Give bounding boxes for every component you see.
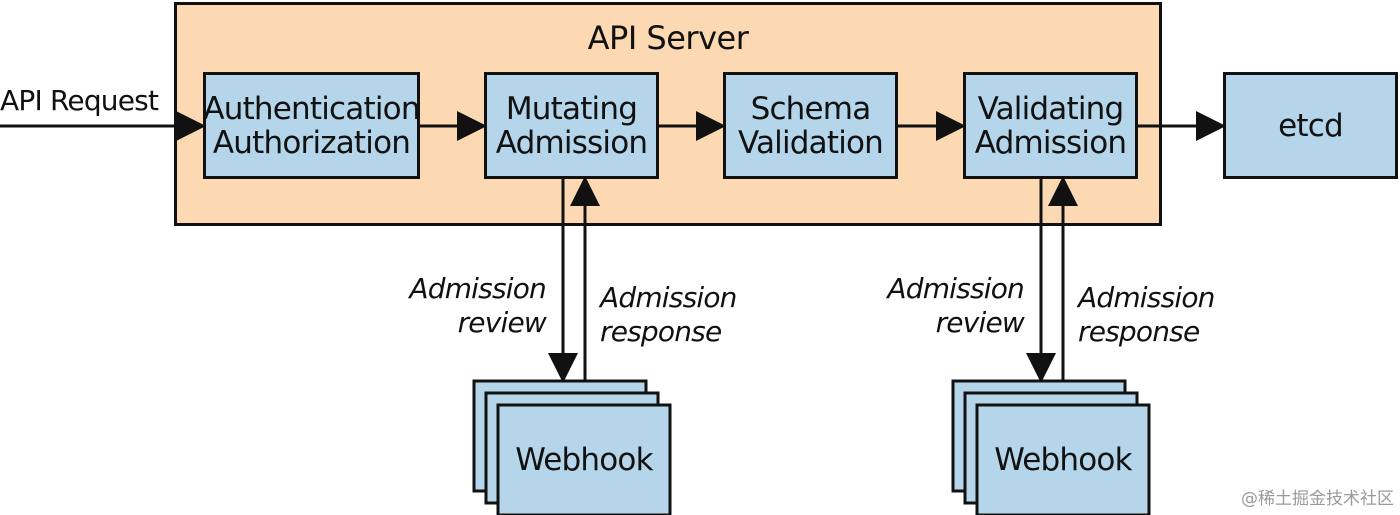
right-admission-review-label: Admission review <box>887 272 1024 339</box>
api-server-title: API Server <box>587 19 749 57</box>
api-request-label: API Request <box>0 84 159 117</box>
mutating-admission-node: Mutating Admission <box>484 72 659 179</box>
left-admission-response-label: Admission response <box>600 281 737 348</box>
watermark: @稀土掘金技术社区 <box>1241 489 1394 509</box>
right-admission-response-label: Admission response <box>1078 281 1215 348</box>
right-webhook-stack <box>951 379 1151 515</box>
etcd-node: etcd <box>1223 72 1398 179</box>
authentication-authorization-node: Authentication Authorization <box>203 72 420 179</box>
left-admission-review-label: Admission review <box>409 272 546 339</box>
validating-admission-node: Validating Admission <box>963 72 1138 179</box>
schema-validation-node: Schema Validation <box>723 72 898 179</box>
left-webhook-stack <box>472 379 672 515</box>
left-webhook-node: Webhook <box>515 442 653 478</box>
right-webhook-node: Webhook <box>994 442 1132 478</box>
